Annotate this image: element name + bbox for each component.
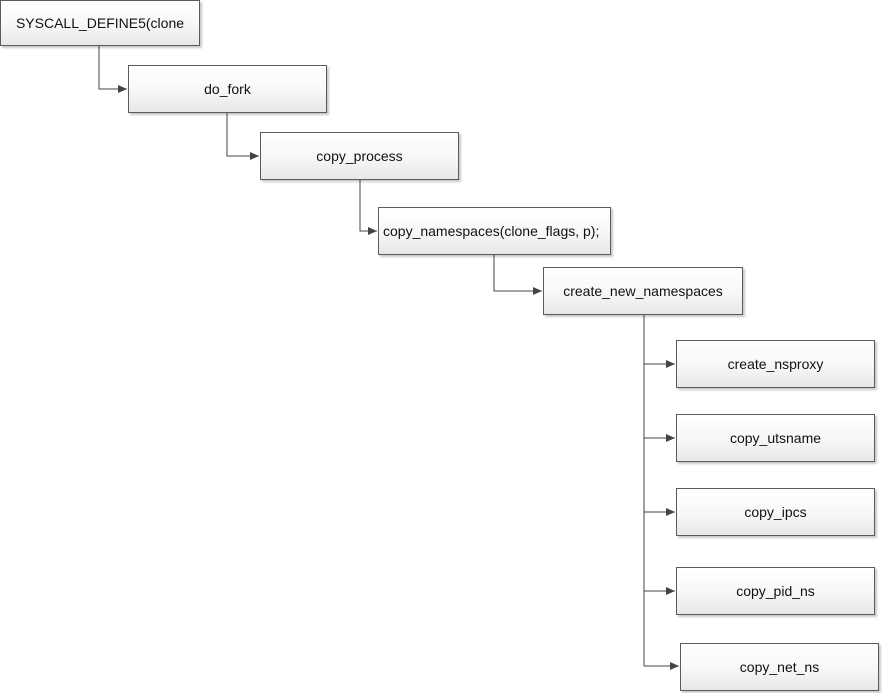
node-copy-utsname: copy_utsname bbox=[676, 414, 875, 462]
node-copy-pid-ns-label: copy_pid_ns bbox=[736, 583, 815, 599]
node-copy-ipcs: copy_ipcs bbox=[676, 488, 875, 536]
node-copy-namespaces: copy_namespaces(clone_flags, p); bbox=[378, 207, 611, 255]
node-create-new-namespaces-label: create_new_namespaces bbox=[563, 283, 723, 299]
node-syscall-define5-label: SYSCALL_DEFINE5(clone bbox=[15, 15, 185, 31]
node-create-nsproxy-label: create_nsproxy bbox=[727, 356, 824, 372]
edge-syscall-to-do-fork bbox=[98, 46, 127, 93]
node-copy-process-label: copy_process bbox=[316, 148, 403, 164]
node-copy-utsname-label: copy_utsname bbox=[729, 430, 822, 446]
node-create-nsproxy: create_nsproxy bbox=[676, 340, 875, 388]
node-copy-process: copy_process bbox=[260, 132, 459, 180]
node-copy-pid-ns: copy_pid_ns bbox=[676, 567, 875, 615]
node-copy-namespaces-label: copy_namespaces(clone_flags, p); bbox=[383, 223, 600, 239]
node-do-fork-label: do_fork bbox=[204, 81, 251, 97]
edge-copy-namespaces-to-create-new-namespaces bbox=[493, 255, 542, 295]
node-copy-ipcs-label: copy_ipcs bbox=[744, 504, 807, 520]
edge-copy-process-to-copy-namespaces bbox=[359, 180, 377, 235]
node-do-fork: do_fork bbox=[128, 65, 327, 113]
node-syscall-define5: SYSCALL_DEFINE5(clone bbox=[0, 0, 200, 46]
node-copy-net-ns: copy_net_ns bbox=[680, 643, 879, 691]
node-create-new-namespaces: create_new_namespaces bbox=[543, 267, 743, 315]
edge-do-fork-to-copy-process bbox=[226, 113, 259, 160]
node-copy-net-ns-label: copy_net_ns bbox=[739, 659, 820, 675]
